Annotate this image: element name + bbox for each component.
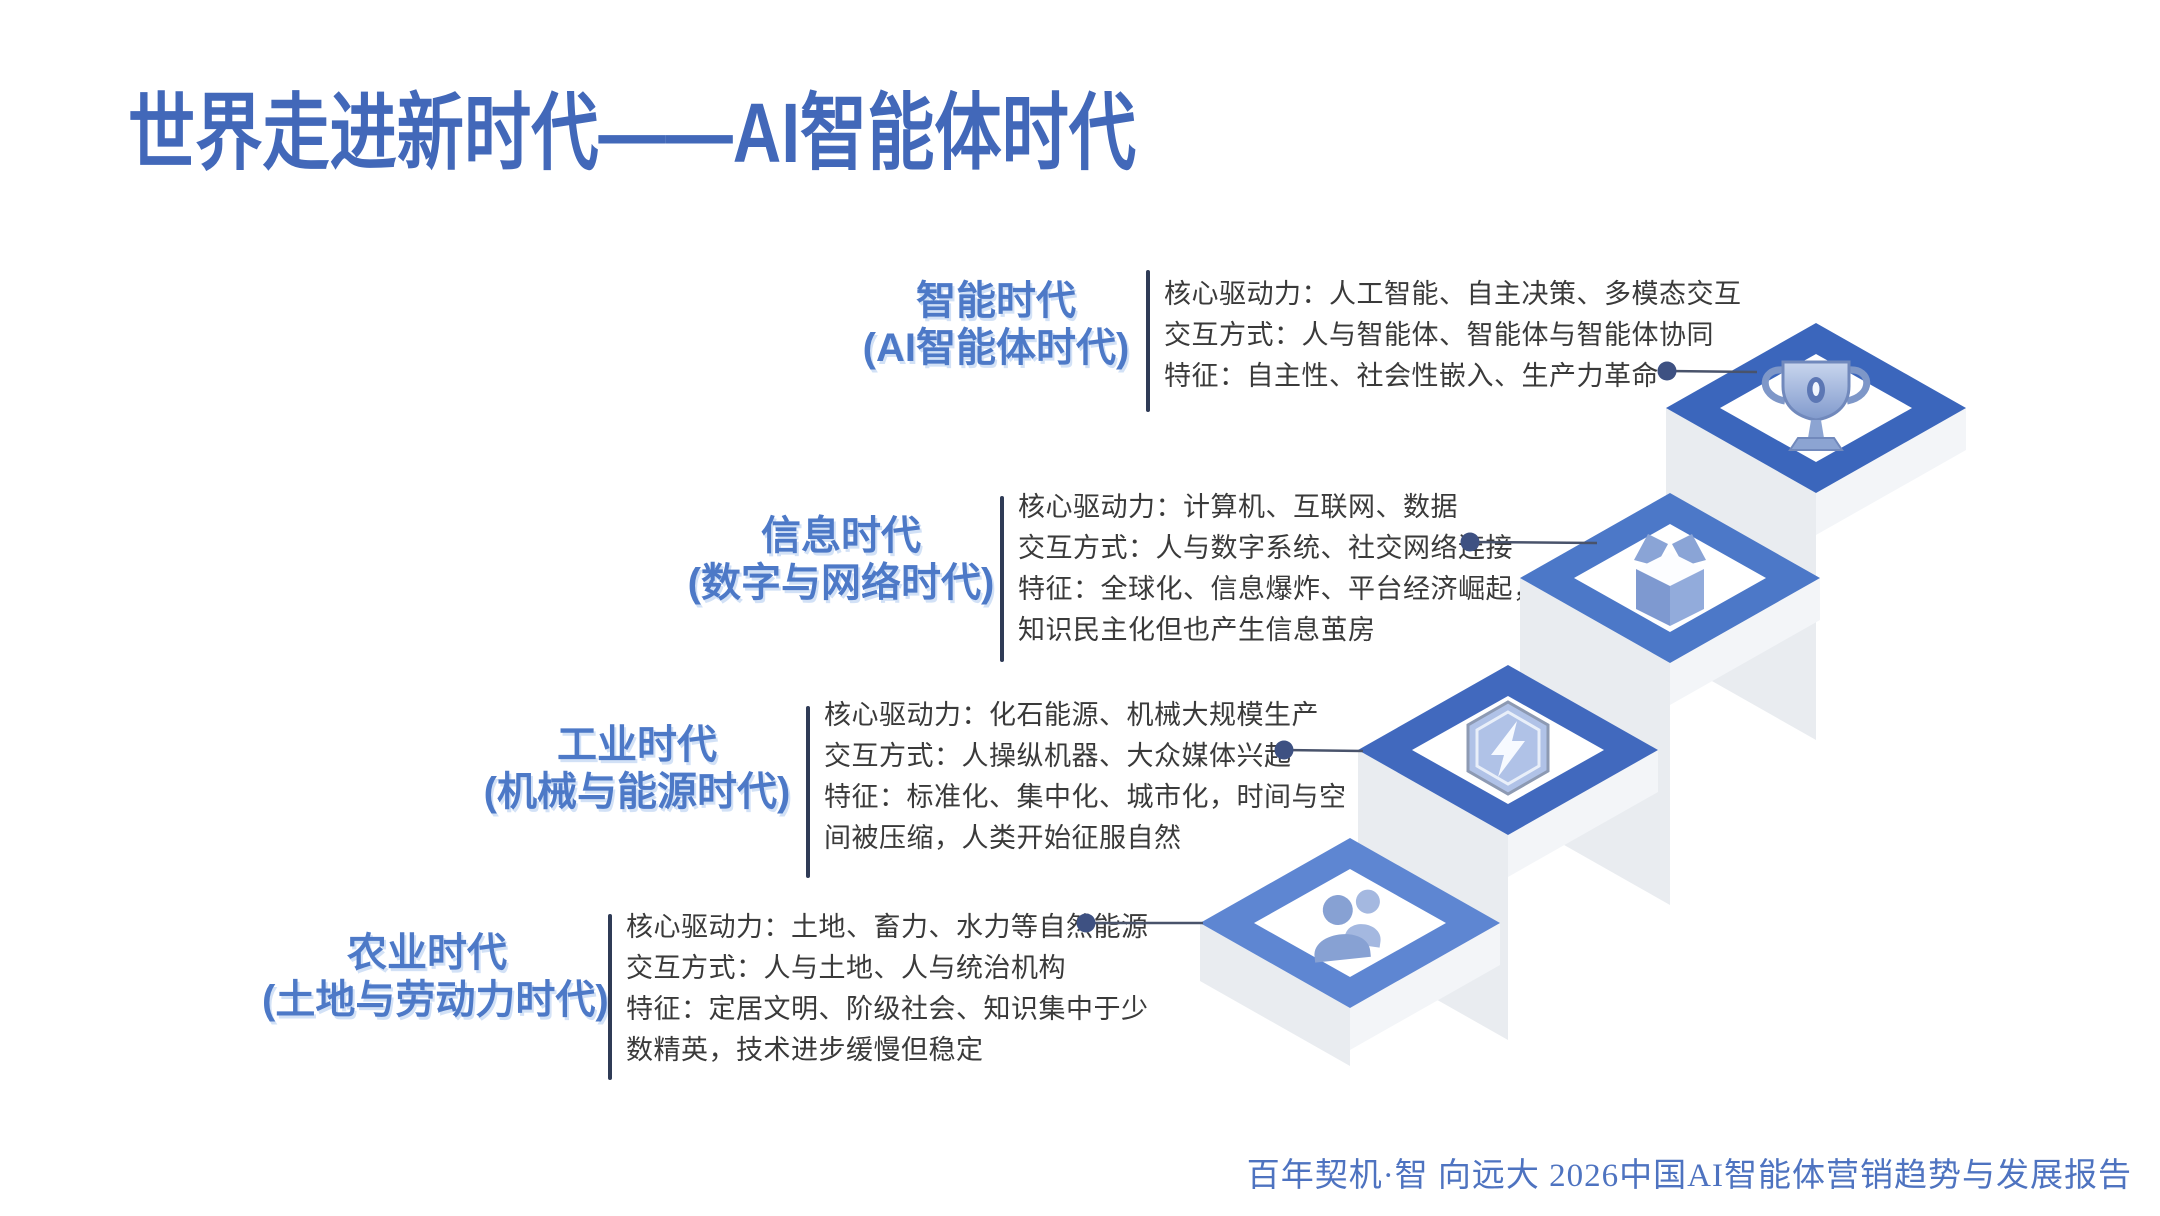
trophy-icon — [1761, 360, 1871, 451]
riser-right — [1350, 923, 1500, 1050]
desc-line: 特征：自主性、社会性嵌入、生产力革命 — [1164, 361, 1659, 391]
step-face — [1254, 869, 1446, 977]
era-name: 智能时代 — [916, 279, 1076, 323]
footer-report-title: 百年契机·智 向远大 2026中国AI智能体营销趋势与发展报告 — [1246, 1158, 2132, 1194]
era-subtitle: (数字与网络时代) — [687, 561, 995, 605]
connectors — [1086, 369, 1758, 925]
desc-line: 核心驱动力：人工智能、自主决策、多模态交互 — [1164, 279, 1742, 309]
step-industrial — [1358, 665, 1658, 835]
era-description-intelligence: 核心驱动力：人工智能、自主决策、多模态交互 交互方式：人与智能体、智能体与智能体… — [1164, 274, 1742, 397]
open-box-icon — [1634, 534, 1706, 626]
era-heading-information: 信息时代 (数字与网络时代) — [680, 513, 1002, 607]
era-divider — [1000, 496, 1004, 662]
connector-dot — [1460, 532, 1480, 552]
era-heading-intelligence: 智能时代 (AI智能体时代) — [845, 278, 1147, 372]
connector-line — [1283, 748, 1364, 753]
desc-line: 知识民主化但也产生信息茧房 — [1018, 615, 1376, 645]
era-name: 农业时代 — [347, 931, 507, 975]
era-subtitle: (AI智能体时代) — [862, 326, 1130, 370]
era-heading-agricultural: 农业时代 (土地与劳动力时代) — [262, 930, 609, 1024]
desc-line: 数精英，技术进步缓慢但稳定 — [626, 1035, 984, 1065]
desc-line: 特征：定居文明、阶级社会、知识集中于少 — [626, 994, 1149, 1024]
desc-line: 核心驱动力：土地、畜力、水力等自然能源 — [626, 912, 1149, 942]
connector-dot — [1657, 361, 1677, 381]
step-risers — [1200, 408, 1966, 1066]
step-agricultural — [1200, 838, 1500, 1008]
desc-line: 交互方式：人与智能体、智能体与智能体协同 — [1164, 320, 1714, 350]
connector-dots — [1076, 361, 1677, 933]
era-subtitle: (机械与能源时代) — [483, 770, 791, 814]
step-information — [1520, 493, 1820, 663]
desc-line: 交互方式：人操纵机器、大众媒体兴起 — [824, 741, 1292, 771]
era-divider — [806, 706, 810, 878]
riser-right — [1816, 408, 1966, 535]
era-description-information: 核心驱动力：计算机、互联网、数据 交互方式：人与数字系统、社交网络连接 特征：全… — [1018, 487, 1541, 651]
era-subtitle: (土地与劳动力时代) — [262, 978, 609, 1022]
desc-line: 间被压缩，人类开始征服自然 — [824, 823, 1182, 853]
era-divider — [608, 914, 612, 1080]
lightning-icon — [1466, 700, 1550, 796]
desc-line: 特征：标准化、集中化、城市化，时间与空 — [824, 782, 1347, 812]
desc-line: 核心驱动力：化石能源、机械大规模生产 — [824, 700, 1319, 730]
step-intelligence — [1666, 323, 1966, 493]
desc-line: 交互方式：人与土地、人与统治机构 — [626, 953, 1066, 983]
page-title: 世界走进新时代——AI智能体时代 — [128, 86, 1137, 180]
connector-dot — [1274, 740, 1294, 760]
riser-left — [1200, 923, 1350, 1066]
desc-line: 核心驱动力：计算机、互联网、数据 — [1018, 492, 1458, 522]
riser-right — [1508, 750, 1658, 877]
connector-line — [1666, 369, 1758, 374]
desc-line: 交互方式：人与数字系统、社交网络连接 — [1018, 533, 1513, 563]
riser-right — [1670, 578, 1820, 705]
era-divider — [1146, 270, 1150, 412]
era-description-industrial: 核心驱动力：化石能源、机械大规模生产 交互方式：人操纵机器、大众媒体兴起 特征：… — [824, 695, 1347, 859]
era-heading-industrial: 工业时代 (机械与能源时代) — [476, 722, 798, 816]
connector-dot — [1076, 913, 1096, 933]
connector-line — [1469, 540, 1598, 545]
desc-line: 特征：全球化、信息爆炸、平台经济崛起， — [1018, 574, 1541, 604]
users-icon — [1314, 889, 1381, 963]
era-description-agricultural: 核心驱动力：土地、畜力、水力等自然能源 交互方式：人与土地、人与统治机构 特征：… — [626, 907, 1149, 1071]
era-name: 工业时代 — [557, 723, 717, 767]
era-name: 信息时代 — [761, 514, 921, 558]
